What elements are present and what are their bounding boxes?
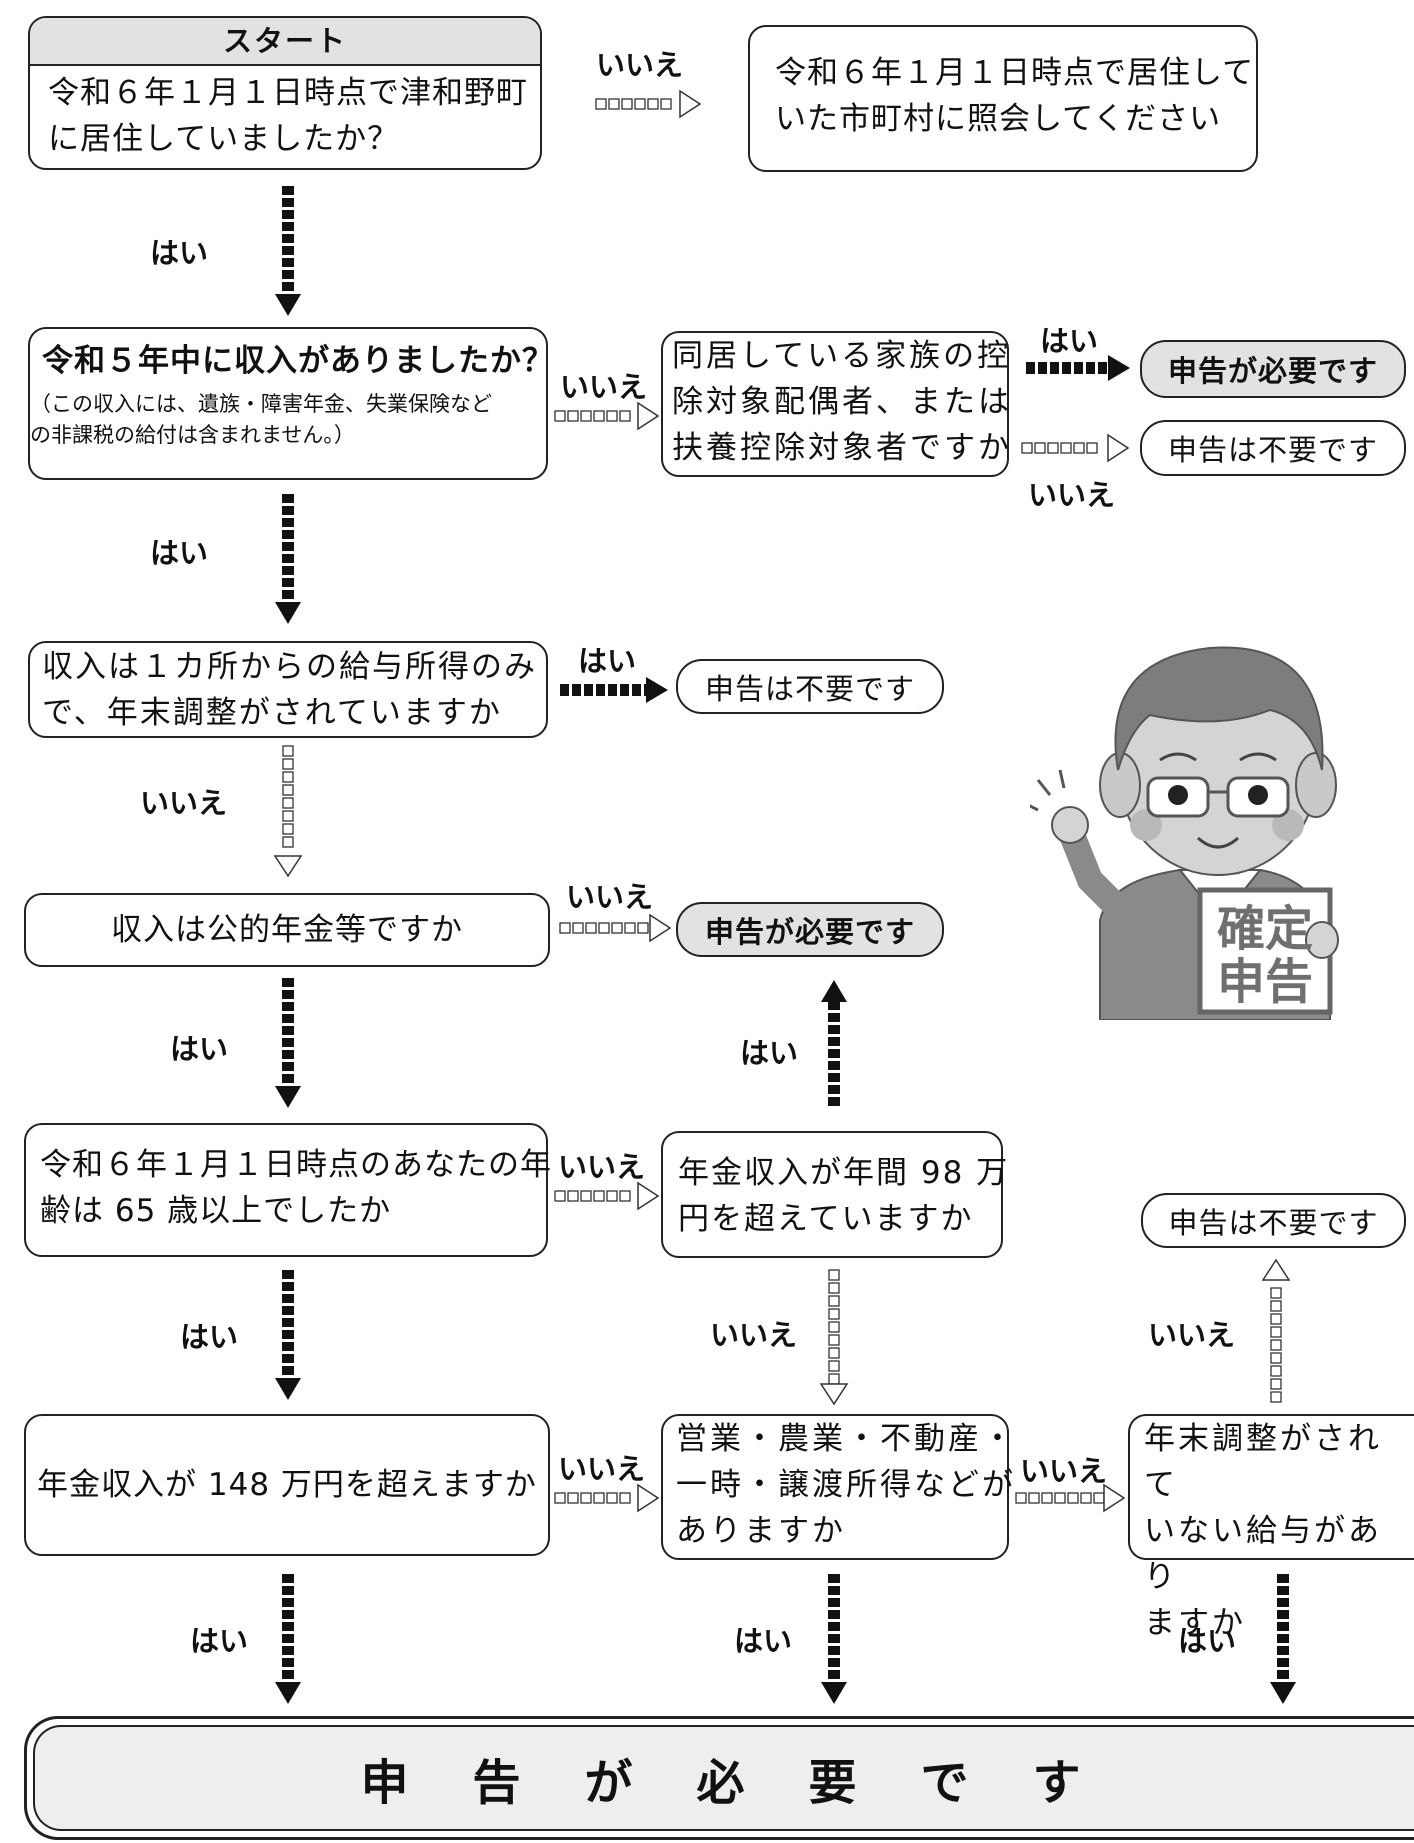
- q-age-box: [24, 1123, 548, 1257]
- contact-box: [748, 25, 1258, 172]
- result-not-required-1: 申告は不要です: [1140, 420, 1406, 476]
- label-no: いいえ: [566, 880, 654, 914]
- no-arrow: [819, 1269, 849, 1406]
- final-result-box: 申 告 が 必 要 で す: [24, 1716, 1414, 1840]
- label-no: いいえ: [560, 370, 648, 404]
- q-unadjusted-box: [1128, 1414, 1414, 1560]
- no-arrow: [595, 89, 702, 119]
- sign-line2: 申告: [1217, 954, 1313, 1010]
- yes-arrow: [1026, 355, 1130, 381]
- q-unadjusted-text: 年末調整がされていない給与がありますか: [1144, 1421, 1382, 1641]
- label-yes: はい: [170, 1032, 229, 1066]
- no-arrow: [273, 745, 303, 878]
- yes-arrow: [275, 1270, 301, 1400]
- a-contact-text: 令和６年１月１日時点で居住していた市町村に照会してください: [775, 55, 1255, 137]
- label-no: いいえ: [710, 1318, 798, 1352]
- label-no: いいえ: [1020, 1454, 1108, 1488]
- label-yes: はい: [150, 536, 209, 570]
- label-yes: はい: [1040, 324, 1099, 358]
- label-yes: はい: [740, 1036, 799, 1070]
- q-148-text: 年金収入が 148 万円を超えますか: [37, 1467, 537, 1503]
- label-yes: はい: [578, 644, 637, 678]
- yes-arrow: [275, 978, 301, 1108]
- q-other-text: 営業・農業・不動産・一時・譲渡所得などがありますか: [676, 1421, 1016, 1549]
- no-arrow: [554, 401, 660, 431]
- result-not-required-2: 申告は不要です: [676, 659, 944, 714]
- label-no: いいえ: [558, 1452, 646, 1486]
- start-header: スタート: [30, 18, 540, 66]
- result-required-2: 申告が必要です: [676, 902, 944, 957]
- q-age-text: 令和６年１月１日時点のあなたの年齢は 65 歳以上でしたか: [40, 1147, 552, 1229]
- no-arrow: [1261, 1258, 1291, 1403]
- label-yes: はい: [1178, 1624, 1237, 1658]
- q-income-box: [28, 327, 548, 480]
- man-illustration: 確定 申告: [1030, 646, 1339, 1020]
- q-pension-box: [24, 893, 550, 967]
- result-not-required-3: 申告は不要です: [1141, 1193, 1406, 1248]
- q-other-box: [661, 1414, 1009, 1560]
- q-98-text: 年金収入が年間 98 万円を超えていますか: [678, 1155, 1010, 1237]
- no-arrow: [554, 1483, 660, 1513]
- q-pension-text: 収入は公的年金等ですか: [111, 912, 463, 948]
- yes-arrow: [275, 1574, 301, 1704]
- sign-line1: 確定: [1217, 901, 1313, 957]
- q-income-note: （この収入には、遺族・障害年金、失業保険などの非課税の給付は含まれません。）: [30, 392, 492, 447]
- yes-arrow: [821, 1574, 847, 1704]
- q-income-text: 令和５年中に収入がありましたか？: [42, 343, 554, 379]
- q-148-box: [24, 1414, 550, 1556]
- yes-arrow: [275, 494, 301, 624]
- label-no: いいえ: [1148, 1318, 1236, 1352]
- q-salary-text: 収入は１カ所からの給与所得のみで、年末調整がされていますか: [42, 649, 537, 731]
- yes-arrow: [275, 186, 301, 316]
- label-no: いいえ: [1028, 478, 1116, 512]
- label-no: いいえ: [140, 786, 228, 820]
- yes-arrow: [1270, 1574, 1296, 1704]
- q-salary-box: [28, 641, 548, 738]
- yes-arrow: [821, 980, 847, 1106]
- label-no: いいえ: [558, 1150, 646, 1184]
- label-yes: はい: [180, 1320, 239, 1354]
- no-arrow: [1015, 1483, 1126, 1513]
- final-result-text: 申 告 が 必 要 で す: [360, 1755, 1089, 1811]
- label-no: いいえ: [596, 48, 684, 82]
- q-resident-text: 令和６年１月１日時点で津和野町に居住していましたか？: [48, 75, 528, 157]
- no-arrow: [1021, 433, 1130, 463]
- label-yes: はい: [734, 1624, 793, 1658]
- q-dependent-text: 同居している家族の控除対象配偶者、または扶養控除対象者ですか: [672, 338, 1012, 466]
- q-98-box: [661, 1131, 1003, 1258]
- no-arrow: [554, 1181, 660, 1211]
- q-dependent-box: [661, 331, 1009, 477]
- start-box: スタート: [28, 16, 542, 170]
- yes-arrow: [560, 677, 668, 703]
- result-required-1: 申告が必要です: [1140, 340, 1406, 398]
- no-arrow: [559, 913, 672, 943]
- label-yes: はい: [150, 236, 209, 270]
- label-yes: はい: [190, 1624, 249, 1658]
